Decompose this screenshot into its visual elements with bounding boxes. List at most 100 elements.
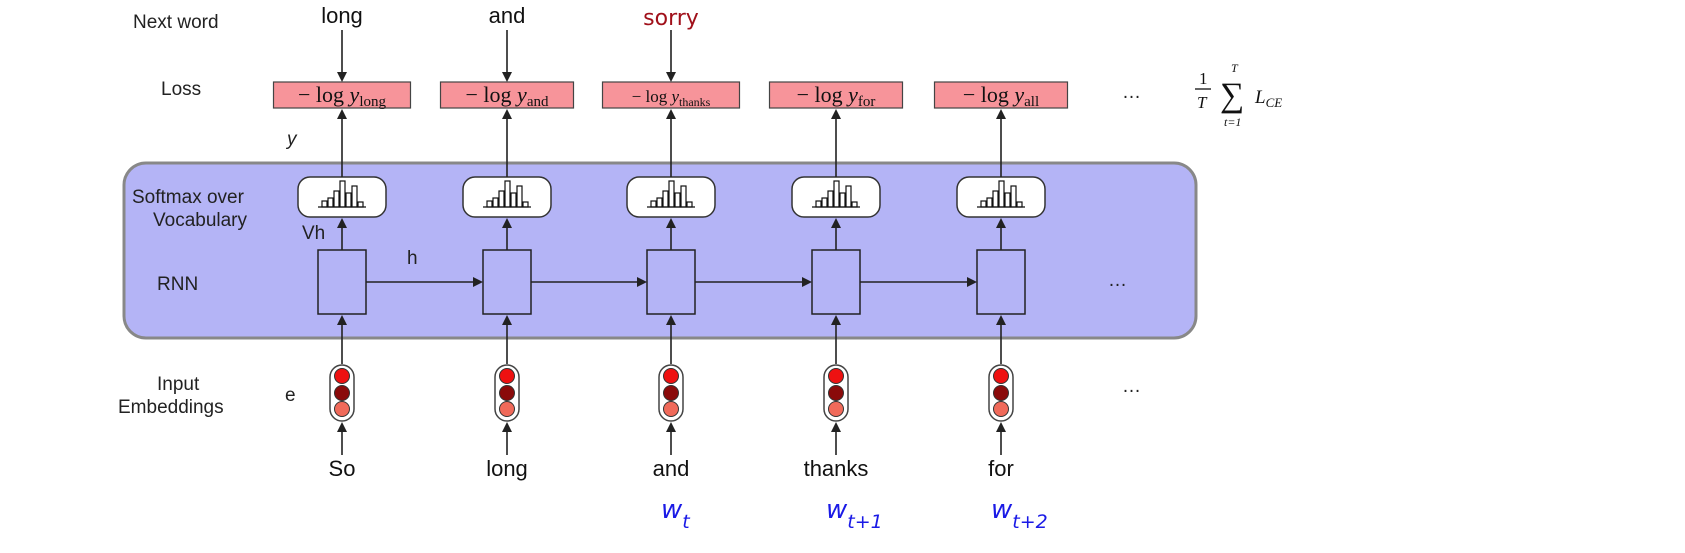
loss-var: y xyxy=(669,87,679,106)
loss-subscript: and xyxy=(527,94,549,110)
rnn-cell xyxy=(811,249,861,315)
input-embeddings-label-line2: Embeddings xyxy=(118,397,224,418)
histogram-bar xyxy=(510,192,517,208)
histogram-bar xyxy=(986,197,993,208)
histogram-bar xyxy=(680,185,687,208)
rnn-label: RNN xyxy=(157,274,198,295)
histogram-bar xyxy=(339,180,346,208)
e-label: e xyxy=(285,385,296,406)
embedding-unit xyxy=(499,401,515,417)
loss-expression: − log ythanks xyxy=(632,87,711,109)
vh-label: Vh xyxy=(302,223,325,244)
loss-var: y xyxy=(348,82,360,107)
embedding-unit xyxy=(499,385,515,401)
histogram-bar xyxy=(980,200,987,208)
histogram-bar xyxy=(662,190,669,208)
formula-fraction-denominator: T xyxy=(1197,93,1208,112)
softmax-label-line1: Softmax over xyxy=(132,187,245,208)
histogram-bar xyxy=(522,201,529,208)
loss-box xyxy=(768,81,904,109)
average-loss-formula: 1 T T ∑ t=1 LCE xyxy=(1195,61,1282,129)
embedding-ellipsis: … xyxy=(1122,376,1141,397)
histogram-bar xyxy=(674,192,681,208)
histogram-bar xyxy=(327,197,334,208)
loss-expression: − log yand xyxy=(466,82,549,110)
histogram-bar xyxy=(492,197,499,208)
embedding-unit xyxy=(334,401,350,417)
next-word: sorry xyxy=(643,6,699,31)
loss-ellipsis: … xyxy=(1122,82,1141,103)
loss-prefix: − log xyxy=(466,82,518,107)
histogram-bar xyxy=(333,190,340,208)
next-word-row-label: Next word xyxy=(133,12,219,33)
loss-box xyxy=(439,81,575,109)
w-label: wt+1 xyxy=(826,495,883,533)
embedding-unit xyxy=(663,385,679,401)
embedding-unit xyxy=(993,385,1009,401)
embedding-unit xyxy=(663,401,679,417)
embedding-unit xyxy=(993,368,1009,384)
histogram-bar xyxy=(845,185,852,208)
next-word: and xyxy=(489,3,526,28)
input-word: and xyxy=(653,456,690,481)
histogram-bar xyxy=(827,190,834,208)
input-word: thanks xyxy=(804,456,869,481)
w-label: wt xyxy=(661,495,691,533)
embedding-unit xyxy=(334,385,350,401)
rnn-cell xyxy=(646,249,696,315)
histogram-bar xyxy=(815,200,822,208)
loss-prefix: − log xyxy=(632,87,672,106)
loss-var: y xyxy=(1012,82,1024,107)
histogram-bar xyxy=(656,197,663,208)
histogram-bar xyxy=(992,190,999,208)
input-word: long xyxy=(486,456,528,481)
loss-prefix: − log xyxy=(298,82,350,107)
w-letter: w xyxy=(661,495,683,525)
rnn-ellipsis: … xyxy=(1108,270,1127,291)
histogram-bar xyxy=(686,201,693,208)
histogram-bar xyxy=(516,185,523,208)
next-word: long xyxy=(321,3,363,28)
histogram-bar xyxy=(1004,192,1011,208)
loss-expression: − log yall xyxy=(963,82,1039,110)
histogram-bar xyxy=(498,190,505,208)
formula-sum-sign: ∑ xyxy=(1220,77,1244,114)
loss-subscript: for xyxy=(858,94,876,110)
loss-prefix: − log xyxy=(963,82,1015,107)
loss-expression: − log ylong xyxy=(298,82,386,110)
formula-sum-upper: T xyxy=(1231,61,1239,75)
embedding-unit xyxy=(993,401,1009,417)
loss-subscript: all xyxy=(1024,94,1039,110)
timestep-column: − log yall for wt+2 xyxy=(933,81,1069,533)
formula-term: LCE xyxy=(1254,87,1282,110)
w-subscript: t+2 xyxy=(1012,511,1047,533)
loss-box xyxy=(933,81,1069,109)
embedding-unit xyxy=(334,368,350,384)
histogram-bar xyxy=(1010,185,1017,208)
w-letter: w xyxy=(991,495,1013,525)
loss-box xyxy=(601,81,741,109)
loss-box xyxy=(272,81,412,109)
timestep-column: − log yfor thanks wt+1 xyxy=(768,81,904,533)
rnn-cell xyxy=(317,249,367,315)
histogram-bar xyxy=(839,192,846,208)
loss-var: y xyxy=(515,82,527,107)
loss-var: y xyxy=(846,82,858,107)
loss-expression: − log yfor xyxy=(797,82,876,110)
formula-term-letter: L xyxy=(1254,87,1266,108)
embedding-unit xyxy=(828,385,844,401)
histogram-bar xyxy=(504,180,511,208)
softmax-label-line2: Vocabulary xyxy=(153,210,248,231)
input-word: for xyxy=(988,456,1014,481)
input-word: So xyxy=(329,456,356,481)
embedding-unit xyxy=(828,401,844,417)
rnn-cell xyxy=(482,249,532,315)
loss-prefix: − log xyxy=(797,82,849,107)
embedding-unit xyxy=(499,368,515,384)
input-embeddings-label-line1: Input xyxy=(157,374,200,395)
histogram-bar xyxy=(1016,201,1023,208)
histogram-bar xyxy=(821,197,828,208)
